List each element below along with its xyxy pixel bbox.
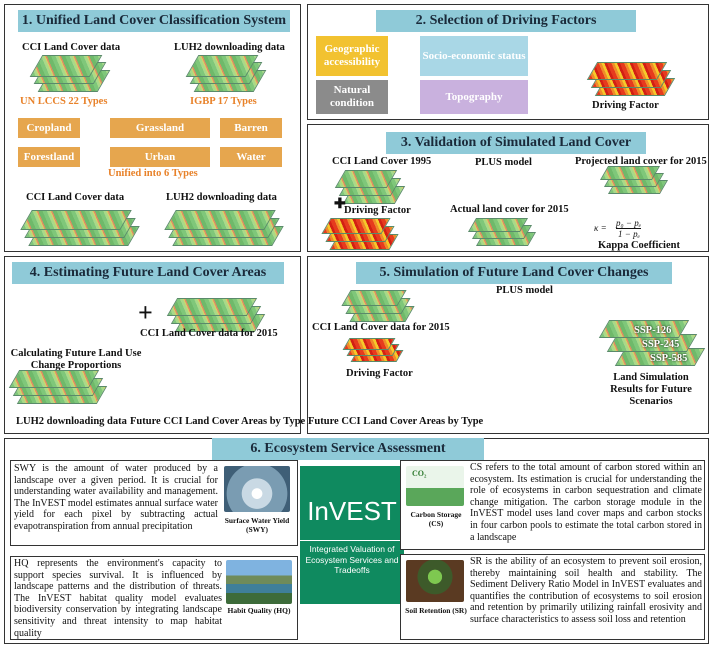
invest-box: InVEST Integrated Valuation of Ecosystem… bbox=[300, 466, 404, 604]
factor-natural: Natural condition bbox=[316, 80, 388, 114]
cci-label: CCI Land Cover data bbox=[22, 42, 121, 53]
type-grassland: Grassland bbox=[110, 118, 210, 138]
type-cropland: Cropland bbox=[18, 118, 80, 138]
driving-factor-label-p5: Driving Factor bbox=[346, 368, 413, 379]
type-water: Water bbox=[220, 147, 282, 167]
future-areas-label-p4: Future CCI Land Cover Areas by Type bbox=[130, 416, 306, 427]
ssp-585: SSP-585 bbox=[650, 353, 688, 364]
un-lccs-label: UN LCCS 22 Types bbox=[20, 96, 108, 107]
water-drop-icon bbox=[224, 466, 290, 512]
ssp-245: SSP-245 bbox=[642, 339, 680, 350]
panel4-title: 4. Estimating Future Land Cover Areas bbox=[12, 262, 284, 284]
invest-title: InVEST bbox=[307, 496, 397, 526]
driving-factor-label: Driving Factor bbox=[592, 100, 659, 111]
cci2015-label-p5: CCI Land Cover data for 2015 bbox=[312, 322, 450, 333]
swy-text: SWY is the amount of water produced by a… bbox=[14, 463, 218, 532]
plus-model-label-p3: PLUS model bbox=[475, 157, 532, 168]
factor-topography: Topography bbox=[420, 80, 528, 114]
hq-text: HQ represents the environment's capacity… bbox=[14, 558, 222, 639]
driving-factor-label-p3: Driving Factor bbox=[344, 205, 411, 216]
type-barren: Barren bbox=[220, 118, 282, 138]
panel2-title: 2. Selection of Driving Factors bbox=[376, 10, 636, 32]
luh2-label-2: LUH2 downloading data bbox=[166, 192, 277, 203]
cs-caption: Carbon Storage (CS) bbox=[410, 510, 462, 528]
mountain-lake-icon bbox=[226, 560, 292, 604]
co2-glyph: CO₂ bbox=[412, 469, 427, 478]
sr-text: SR is the ability of an ecosystem to pre… bbox=[470, 556, 702, 625]
formula-den: 1 − pₑ bbox=[618, 229, 640, 239]
actual-label: Actual land cover for 2015 bbox=[450, 204, 569, 215]
calc-label: Calculating Future Land Use Change Propo… bbox=[10, 348, 142, 371]
projected-label: Projected land cover for 2015 bbox=[575, 156, 707, 167]
luh2-label-p4: LUH2 downloading data bbox=[16, 416, 127, 427]
formula-lhs: κ = bbox=[594, 223, 607, 233]
formula-num: p₀ − pₑ bbox=[616, 218, 642, 229]
panel3-title: 3. Validation of Simulated Land Cover bbox=[386, 132, 646, 154]
cci1995-label: CCI Land Cover 1995 bbox=[332, 156, 432, 167]
panel6-title: 6. Ecosystem Service Assessment bbox=[212, 438, 484, 460]
factor-socio-economic: Socio-economic status bbox=[420, 36, 528, 76]
panel-future-areas bbox=[4, 256, 301, 434]
swy-caption: Surface Water Yield (SWY) bbox=[224, 516, 290, 534]
plus-sign-p4: + bbox=[138, 298, 153, 327]
kappa-label: Kappa Coefficient bbox=[598, 240, 680, 251]
type-urban: Urban bbox=[110, 147, 210, 167]
results-label: Land Simulation Results for Future Scena… bbox=[610, 372, 692, 407]
sr-caption: Soil Retention (SR) bbox=[405, 606, 467, 615]
ssp-126: SSP-126 bbox=[634, 325, 672, 336]
invest-subtitle: Integrated Valuation of Ecosystem Servic… bbox=[300, 540, 404, 576]
luh2-label: LUH2 downloading data bbox=[174, 42, 285, 53]
panel5-title: 5. Simulation of Future Land Cover Chang… bbox=[356, 262, 672, 284]
carbon-storage-icon bbox=[406, 466, 464, 506]
factor-geographic: Geographic accessibility bbox=[316, 36, 388, 76]
panel1-title: 1. Unified Land Cover Classification Sys… bbox=[18, 10, 290, 32]
igbp-label: IGBP 17 Types bbox=[190, 96, 257, 107]
hq-caption: Habit Quality (HQ) bbox=[227, 606, 291, 615]
cci2015-label-p4: CCI Land Cover data for 2015 bbox=[140, 328, 278, 339]
type-forestland: Forestland bbox=[18, 147, 80, 167]
seedling-icon bbox=[406, 560, 464, 602]
cs-text: CS refers to the total amount of carbon … bbox=[470, 462, 702, 543]
unified-label: Unified into 6 Types bbox=[108, 168, 198, 179]
future-areas-label-p5: Future CCI Land Cover Areas by Type bbox=[308, 416, 484, 427]
cci-label-2: CCI Land Cover data bbox=[26, 192, 125, 203]
plus-sign-p3: ✚ bbox=[334, 197, 346, 212]
plus-model-label-p5: PLUS model bbox=[496, 285, 553, 296]
